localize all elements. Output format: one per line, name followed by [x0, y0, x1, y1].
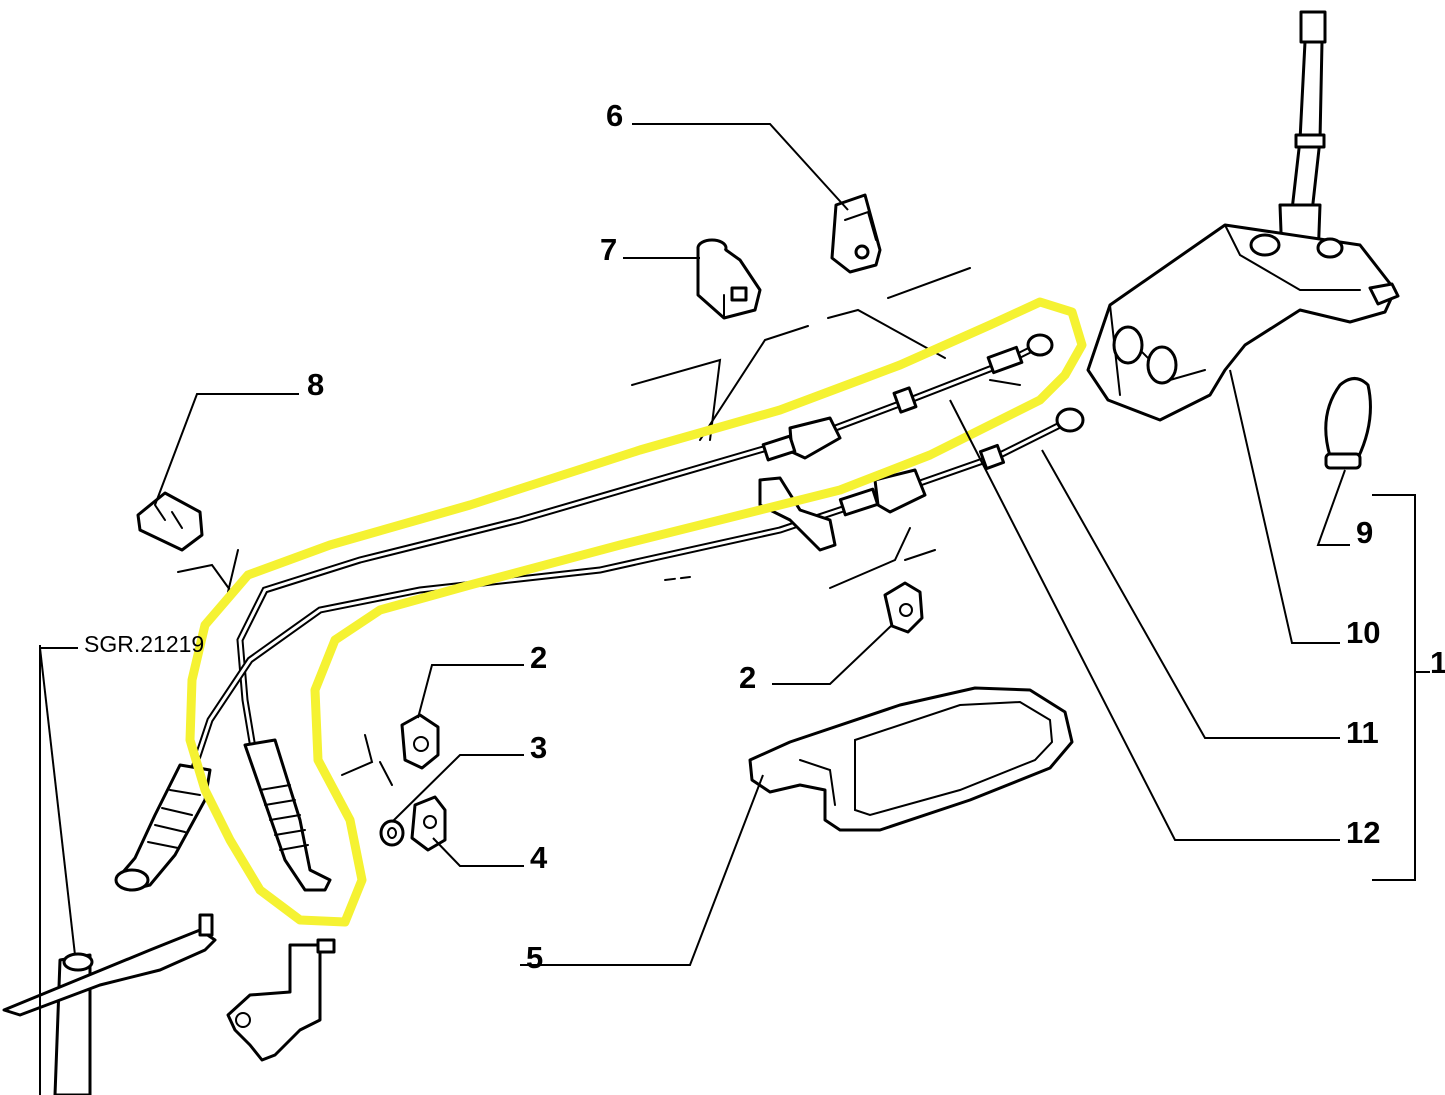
washer-part-3: [379, 819, 405, 847]
callout-1: 1: [1430, 645, 1445, 680]
shift-cable-upper: [236, 333, 1054, 892]
gear-shifter-assembly: [1086, 10, 1400, 422]
callout-7: 7: [600, 232, 617, 267]
callout-9: 9: [1356, 515, 1373, 550]
bracket-part-7: [696, 238, 762, 320]
break-marks: [177, 267, 1021, 786]
shift-cable-lower: [114, 407, 1085, 892]
highlight-outline: [185, 297, 1087, 927]
clip-part-8: [136, 491, 204, 552]
reference-code: SGR.21219: [84, 631, 204, 657]
callout-4: 4: [530, 840, 548, 875]
clip-part-4: [410, 795, 447, 852]
callout-5: 5: [526, 940, 543, 975]
cover-tray-part-5: [748, 686, 1074, 832]
callout-3: 3: [530, 730, 547, 765]
clip-part-2-left: [400, 713, 440, 770]
gear-knob: [1324, 377, 1372, 470]
leader-lines: [39, 123, 1430, 1095]
callout-10: 10: [1346, 615, 1380, 650]
callout-2-lower: 2: [739, 660, 756, 695]
callout-6: 6: [606, 98, 623, 133]
callout-labels: 6 7 8 2 2 3 4 5 9 10 11 12 1 SGR.21219: [84, 98, 1445, 975]
callout-8: 8: [307, 367, 324, 402]
callout-2-upper: 2: [530, 640, 547, 675]
clip-part-2-right: [883, 581, 924, 634]
transmission-linkage: [2, 913, 336, 1095]
clip-part-6: [830, 193, 882, 274]
callout-12: 12: [1346, 815, 1380, 850]
callout-11: 11: [1346, 715, 1379, 750]
